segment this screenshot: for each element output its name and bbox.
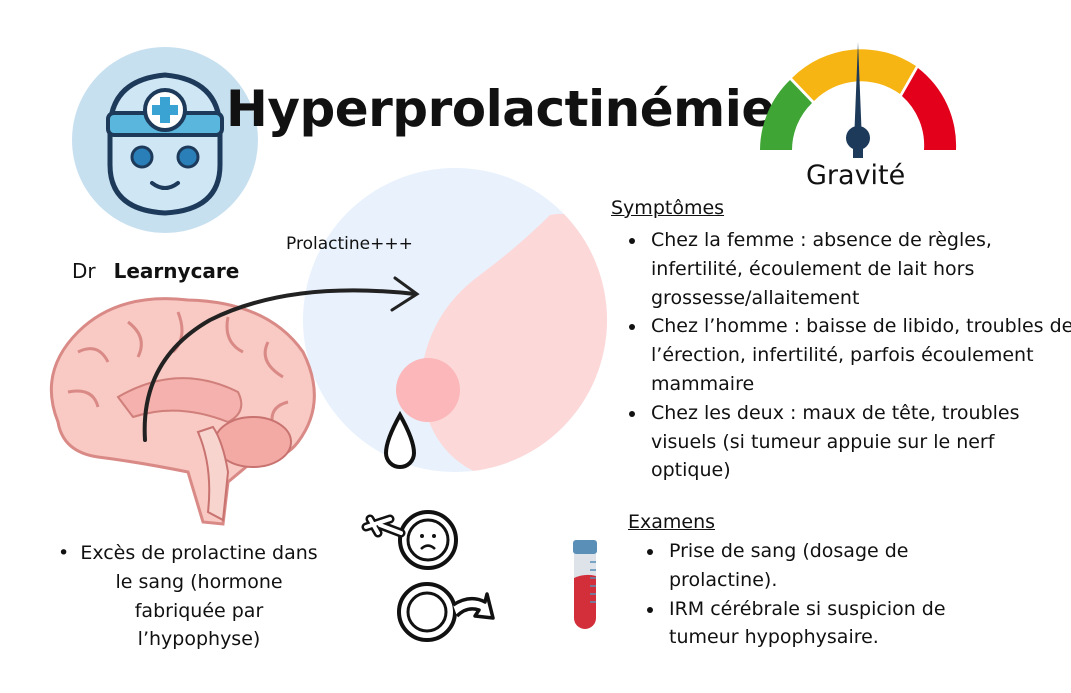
blood-test-tube-icon	[573, 540, 597, 629]
arrow-label: Prolactine+++	[286, 234, 413, 254]
symptom-item: Chez la femme : absence de règles, infer…	[647, 226, 1071, 312]
prolactin-arrow	[142, 276, 420, 442]
gauge-label: Gravité	[806, 160, 906, 191]
gauge-mid-segment	[792, 49, 916, 101]
gauge-needle	[854, 42, 862, 142]
definition-text: Excès de prolactine dans le sang (hormon…	[80, 542, 318, 651]
doctor-prefix: Dr	[72, 259, 96, 283]
symptoms-heading: Symptômes	[611, 197, 725, 219]
exams-heading: Examens	[628, 511, 716, 533]
definition-bullet: •	[58, 542, 70, 564]
definition: • Excès de prolactine dans le sang (horm…	[58, 539, 318, 654]
male-icon	[397, 582, 495, 642]
exam-item: IRM cérébrale si suspicion de tumeur hyp…	[665, 595, 975, 653]
gauge-low-segment	[760, 80, 812, 150]
exams-list: Prise de sang (dosage de prolactine). IR…	[645, 537, 975, 652]
page-title: Hyperprolactinémie	[226, 80, 775, 138]
female-sad-icon	[361, 510, 458, 570]
symptoms-list: Chez la femme : absence de règles, infer…	[627, 226, 1071, 485]
brain-illustration	[49, 297, 316, 526]
doctor-brand: Learnycare	[113, 259, 240, 283]
severity-gauge	[760, 42, 957, 158]
doctor-avatar	[72, 47, 258, 233]
exam-item: Prise de sang (dosage de prolactine).	[665, 537, 975, 595]
doctor-name: Dr Learnycare	[72, 259, 239, 283]
gauge-high-segment	[902, 68, 957, 150]
milk-drop-icon	[383, 410, 417, 469]
breast-illustration	[303, 168, 607, 472]
symptom-item: Chez l’homme : baisse de libido, trouble…	[647, 312, 1071, 398]
symptom-item: Chez les deux : maux de tête, troubles v…	[647, 399, 1071, 485]
